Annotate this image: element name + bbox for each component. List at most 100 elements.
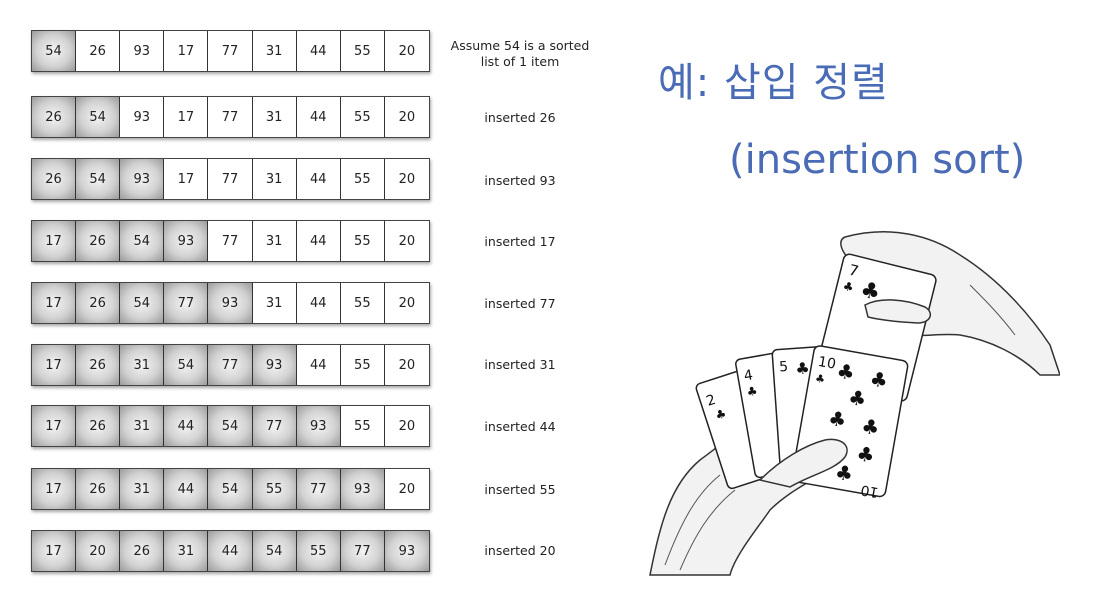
- unsorted-cell: 44: [297, 221, 341, 261]
- sorted-cell: 93: [296, 406, 341, 446]
- sorted-cell: 26: [120, 531, 165, 571]
- svg-text:♣: ♣: [833, 460, 855, 487]
- sorted-cell: 93: [252, 345, 297, 385]
- unsorted-cell: 31: [253, 283, 297, 323]
- unsorted-cell: 55: [341, 31, 385, 71]
- unsorted-cell: 77: [208, 31, 253, 71]
- sorted-cell: 31: [120, 406, 165, 446]
- pass-caption: inserted 77: [484, 296, 556, 311]
- sorted-cell: 93: [208, 283, 253, 323]
- unsorted-cell: 31: [253, 97, 297, 137]
- sorted-cell: 55: [296, 531, 341, 571]
- sorted-cell: 17: [32, 283, 77, 323]
- unsorted-cell: 44: [297, 283, 341, 323]
- pass-caption: inserted 55: [484, 482, 556, 497]
- pass-caption: inserted 31: [484, 357, 556, 372]
- svg-text:♣: ♣: [846, 385, 868, 412]
- unsorted-cell: 17: [164, 159, 209, 199]
- hand-cards-illustration: 2 ♣ 4 ♣ 5 ♣ 7 ♣ ♣ ♣ 10 ♣ ♣ ♣ ♣ ♣ ♣ ♣ ♣ ♣…: [649, 231, 1060, 576]
- slide-title-english: (insertion sort): [729, 137, 1026, 183]
- sorted-cell: 31: [164, 531, 209, 571]
- unsorted-cell: 44: [297, 97, 341, 137]
- card-4-rank: 4: [743, 367, 755, 384]
- sorted-cell: 54: [120, 283, 165, 323]
- pass-caption: inserted 93: [484, 173, 556, 188]
- unsorted-cell: 55: [341, 406, 385, 446]
- svg-text:♣: ♣: [835, 358, 857, 385]
- unsorted-cell: 20: [398, 43, 416, 59]
- unsorted-cell: 77: [208, 221, 253, 261]
- unsorted-cell: 17: [164, 97, 209, 137]
- card-7-rank: 7: [847, 261, 861, 281]
- unsorted-cell: 55: [341, 345, 385, 385]
- sorted-cell: 17: [32, 221, 77, 261]
- unsorted-cell: 20: [398, 171, 416, 187]
- svg-text:♣: ♣: [855, 441, 877, 468]
- pass-caption: inserted 44: [484, 419, 556, 434]
- unsorted-cell: 55: [341, 283, 385, 323]
- unsorted-cell: 20: [398, 481, 416, 497]
- unsorted-cell: 93: [120, 97, 165, 137]
- unsorted-cell: 20: [398, 357, 416, 373]
- left-thumb: [758, 438, 848, 488]
- sorted-cell: 77: [208, 345, 253, 385]
- unsorted-cell: 77: [208, 97, 253, 137]
- sorted-cell: 54: [32, 31, 77, 71]
- sorted-cell: 54: [208, 406, 253, 446]
- unsorted-cell: 93: [120, 31, 165, 71]
- unsorted-cell: 20: [398, 295, 416, 311]
- sorted-cell: 77: [340, 531, 385, 571]
- sorted-cell: 26: [76, 283, 121, 323]
- unsorted-cell: 31: [253, 221, 297, 261]
- pass-caption: Assume 54 is a sorted list of 1 item: [450, 38, 590, 69]
- sorted-cell: 93: [120, 159, 165, 199]
- sorted-cell: 17: [32, 406, 77, 446]
- slide-title-korean: 예: 삽입 정렬: [658, 60, 889, 106]
- sorted-cell: 44: [164, 406, 209, 446]
- card-10-rank: 10: [817, 354, 837, 373]
- sorted-cell: 44: [164, 469, 209, 509]
- pass-caption: inserted 17: [484, 234, 556, 249]
- sorted-cell: 20: [76, 531, 121, 571]
- sorted-cell: 17: [32, 345, 77, 385]
- sorted-cell: 77: [296, 469, 341, 509]
- sorted-cell: 54: [120, 221, 165, 261]
- unsorted-cell: 17: [164, 31, 209, 71]
- unsorted-cell: 20: [398, 418, 416, 434]
- unsorted-cell: 55: [341, 159, 385, 199]
- sorted-cell: 54: [252, 531, 297, 571]
- svg-text:♣: ♣: [841, 279, 855, 295]
- unsorted-cell: 44: [297, 345, 341, 385]
- sorted-cell: 26: [76, 406, 121, 446]
- svg-text:♣: ♣: [827, 406, 849, 433]
- unsorted-cell: 31: [253, 31, 297, 71]
- sorted-cell: 54: [76, 97, 121, 137]
- sorted-cell: 31: [120, 469, 165, 509]
- sorted-cell: 31: [120, 345, 165, 385]
- unsorted-cell: 77: [208, 159, 253, 199]
- sorted-cell: 17: [32, 469, 77, 509]
- svg-text:♣: ♣: [713, 406, 728, 423]
- sorted-cell: 54: [76, 159, 121, 199]
- sorted-cell: 26: [32, 159, 77, 199]
- card-10-rank-inverted: 10: [859, 481, 879, 500]
- svg-text:♣: ♣: [814, 372, 826, 387]
- sorted-cell: 26: [32, 97, 77, 137]
- unsorted-cell: 26: [76, 31, 121, 71]
- right-fingers: [864, 299, 932, 324]
- unsorted-cell: 55: [341, 97, 385, 137]
- pass-caption: inserted 26: [484, 110, 556, 125]
- unsorted-cell: 44: [297, 159, 341, 199]
- sorted-cell: 54: [208, 469, 253, 509]
- sorted-cell: 54: [164, 345, 209, 385]
- sorted-cell: 55: [252, 469, 297, 509]
- pass-caption: inserted 20: [484, 543, 556, 558]
- sorted-cell: 77: [164, 283, 209, 323]
